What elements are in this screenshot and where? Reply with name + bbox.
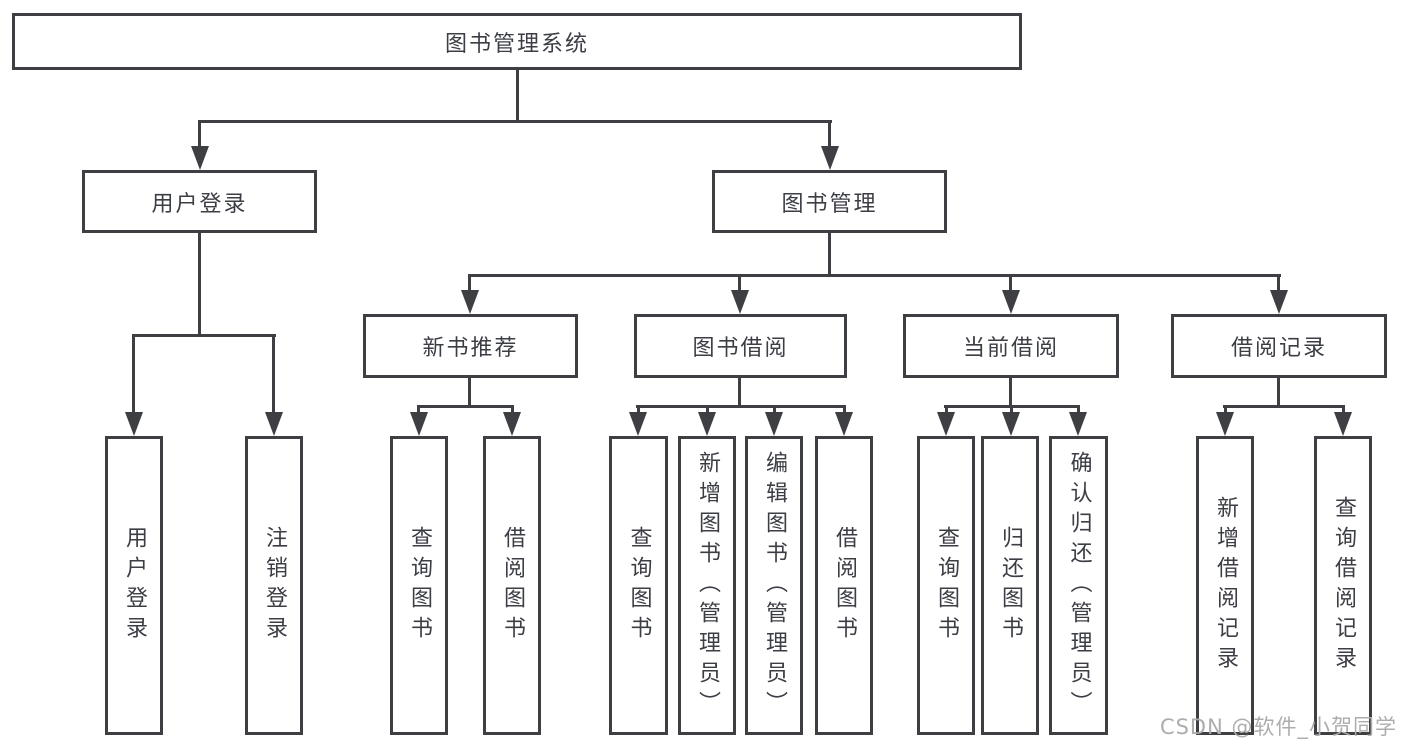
arrowhead	[1002, 290, 1020, 314]
connector-line	[706, 405, 709, 416]
arrowhead	[629, 412, 647, 436]
arrowhead	[835, 412, 853, 436]
leaf-add-borrow-record: 新增借阅记录	[1196, 436, 1254, 735]
leaf-query-books-recommend: 查询图书	[390, 436, 448, 735]
arrowhead	[1334, 412, 1352, 436]
connector-line	[828, 233, 831, 277]
arrowhead	[1069, 412, 1087, 436]
node-book-borrow: 图书借阅	[634, 314, 847, 378]
arrowhead	[821, 146, 839, 170]
arrowhead	[1216, 412, 1234, 436]
connector-line	[198, 120, 201, 152]
connector-line	[516, 70, 519, 122]
connector-line	[417, 405, 514, 408]
node-book-management: 图书管理	[712, 170, 947, 233]
leaf-logout: 注销登录	[245, 436, 303, 735]
leaf-query-books-borrow: 查询图书	[609, 436, 668, 735]
connector-line	[468, 274, 471, 296]
node-root: 图书管理系统	[12, 13, 1022, 70]
connector-line	[1010, 405, 1013, 416]
leaf-add-book-admin: 新增图书（管理员）	[678, 436, 736, 735]
connector-line	[1009, 274, 1012, 296]
connector-line	[828, 120, 831, 152]
connector-line	[637, 405, 640, 416]
connector-line	[198, 233, 201, 337]
connector-line	[1077, 405, 1080, 416]
connector-line	[1224, 405, 1227, 416]
connector-line	[1009, 378, 1012, 408]
connector-line	[773, 405, 776, 416]
connector-line	[132, 334, 135, 416]
connector-line	[272, 334, 275, 416]
leaf-confirm-return-admin: 确认归还（管理员）	[1049, 436, 1108, 735]
node-new-book-recommend: 新书推荐	[363, 314, 578, 378]
arrowhead	[125, 412, 143, 436]
node-borrow-records: 借阅记录	[1171, 314, 1387, 378]
connector-line	[1342, 405, 1345, 416]
leaf-query-books-current: 查询图书	[917, 436, 975, 735]
arrowhead	[698, 412, 716, 436]
arrowhead	[503, 412, 521, 436]
arrowhead	[191, 146, 209, 170]
connector-line	[511, 405, 514, 416]
leaf-borrow-books-recommend: 借阅图书	[483, 436, 541, 735]
connector-line	[945, 405, 948, 416]
connector-line	[1277, 274, 1280, 296]
leaf-borrow-books-borrow: 借阅图书	[815, 436, 873, 735]
connector-line	[417, 405, 420, 416]
leaf-return-book: 归还图书	[981, 436, 1039, 735]
leaf-query-borrow-record: 查询借阅记录	[1314, 436, 1372, 735]
connector-line	[198, 120, 832, 123]
arrowhead	[765, 412, 783, 436]
leaf-edit-book-admin: 编辑图书（管理员）	[745, 436, 803, 735]
connector-line	[738, 378, 741, 408]
arrowhead	[937, 412, 955, 436]
arrowhead	[410, 412, 428, 436]
arrowhead	[1270, 290, 1288, 314]
arrowhead	[1002, 412, 1020, 436]
connector-line	[132, 334, 276, 337]
node-current-borrow: 当前借阅	[903, 314, 1119, 378]
arrowhead	[731, 290, 749, 314]
connector-line	[738, 274, 741, 296]
arrowhead	[461, 290, 479, 314]
connector-line	[843, 405, 846, 416]
node-user-login: 用户登录	[82, 170, 317, 233]
connector-line	[1223, 405, 1345, 408]
arrowhead	[265, 412, 283, 436]
csdn-watermark: CSDN @软件_小贺同学	[1159, 715, 1397, 739]
connector-line	[1277, 378, 1280, 408]
leaf-user-login: 用户登录	[105, 436, 163, 735]
connector-line	[468, 274, 1281, 277]
connector-line	[636, 405, 846, 408]
connector-line	[468, 378, 471, 408]
